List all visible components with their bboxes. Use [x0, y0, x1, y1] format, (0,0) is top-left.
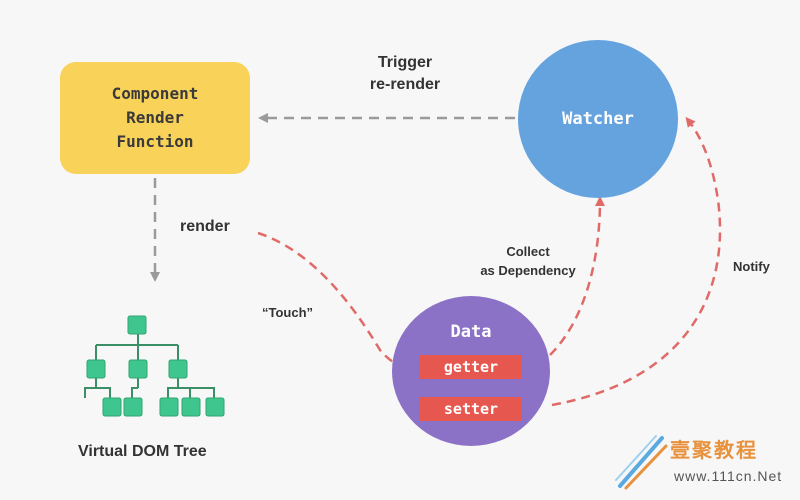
watermark-text: 壹聚教程 [670, 440, 758, 462]
notify-label: Notify [733, 259, 770, 274]
getter-pill: getter [420, 355, 522, 379]
touch-arrow [257, 231, 414, 373]
tree-node [123, 397, 143, 417]
tree-node [86, 359, 106, 379]
tree-node [168, 359, 188, 379]
watcher-node: Watcher [518, 40, 678, 198]
component-render-function: Component Render Function [60, 62, 250, 174]
tree-node [205, 397, 225, 417]
setter-pill: setter [420, 397, 522, 421]
virtual-dom-label: Virtual DOM Tree [78, 443, 207, 460]
tree-node [181, 397, 201, 417]
trigger-line-1: Trigger [377, 54, 433, 71]
collect-label: Collect as Dependency [468, 242, 588, 280]
notify-arrow [551, 116, 722, 407]
data-label: Data [450, 322, 492, 342]
tree-node [102, 397, 122, 417]
component-line-3: Function [116, 132, 194, 151]
watermark-url: www.111cn.Net [674, 468, 783, 484]
tree-node [159, 397, 179, 417]
trigger-line-2: re-render [369, 76, 441, 93]
watermark: 壹聚教程 www.111cn.Net [612, 428, 797, 494]
touch-label: “Touch” [262, 305, 314, 320]
virtual-dom-tree [84, 332, 215, 398]
tree-node [128, 359, 148, 379]
component-line-1: Component [111, 84, 199, 103]
trigger-label: Trigger re-render [340, 52, 470, 96]
collect-line-2: as Dependency [480, 263, 576, 278]
data-node: Data getter setter [392, 296, 550, 446]
watermark-pen-icon [615, 435, 668, 490]
component-line-2: Render [126, 108, 184, 127]
watcher-label: Watcher [562, 109, 634, 129]
render-label: render [180, 218, 230, 235]
collect-line-1: Collect [506, 244, 550, 259]
tree-node-root [127, 315, 147, 335]
collect-arrow [549, 196, 605, 356]
